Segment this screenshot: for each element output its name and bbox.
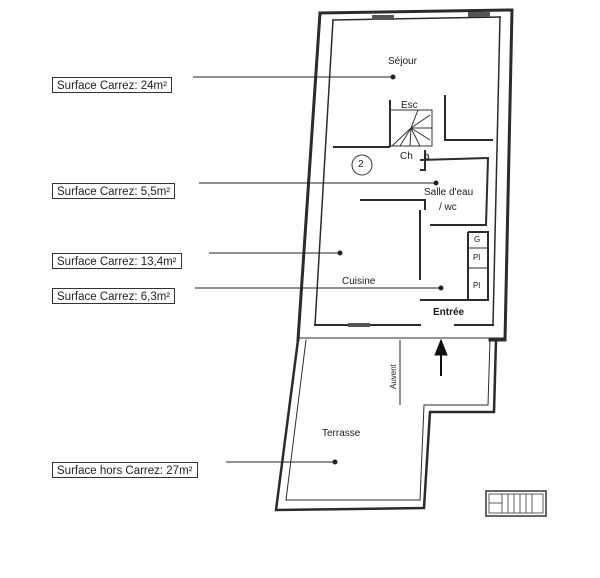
room-label-terrasse: Terrasse <box>322 428 361 439</box>
exterior-walls <box>274 8 514 512</box>
room-label-wc: / wc <box>439 202 457 213</box>
outer-wall-main <box>318 8 514 342</box>
partition-ch <box>420 150 426 171</box>
top-windows <box>348 12 490 327</box>
inner-wall-right <box>492 16 501 326</box>
callout-cuisine: Surface Carrez: 13,4m² <box>52 253 182 269</box>
terrace-wall <box>274 338 498 512</box>
outer-wall-left <box>296 11 322 342</box>
window-1 <box>372 15 394 20</box>
callout-salle-eau: Surface Carrez: 5,5m² <box>52 183 176 199</box>
room-label-auvent: Auvent <box>389 364 398 389</box>
window-3 <box>348 323 370 327</box>
room-label-esc: Esc <box>401 100 418 111</box>
room-label-level: 2 <box>358 159 364 170</box>
terrace-inner-wall <box>285 339 491 501</box>
partitions <box>333 95 493 405</box>
window-2 <box>468 12 490 17</box>
mini-stair-plan <box>485 490 547 517</box>
entrance-arrow <box>434 338 448 376</box>
level-marker <box>351 154 373 176</box>
room-label-gl: G <box>474 235 481 244</box>
room-label-a: a <box>424 151 430 162</box>
callout-entree: Surface Carrez: 6,3m² <box>52 288 176 304</box>
room-label-placard-2: Pl <box>473 281 481 290</box>
room-label-ch: Ch <box>400 151 413 162</box>
partition-stub <box>360 199 426 210</box>
room-label-placard-1: Pl <box>473 253 481 262</box>
partition-sejour-right <box>444 95 493 141</box>
partition-placards <box>467 231 489 301</box>
partition-salle-eau <box>419 156 490 226</box>
room-label-sejour: Séjour <box>388 56 417 67</box>
room-label-entree: Entrée <box>433 307 465 318</box>
inner-wall-top <box>332 16 501 21</box>
staircase <box>389 109 433 147</box>
callout-terrasse: Surface hors Carrez: 27m² <box>52 462 198 478</box>
callout-sejour: Surface Carrez: 24m² <box>52 77 172 93</box>
room-label-cuisine: Cuisine <box>342 276 376 287</box>
room-label-salle-eau: Salle d'eau <box>424 187 474 198</box>
leader-lines <box>193 74 444 465</box>
inner-wall-left <box>314 19 334 326</box>
